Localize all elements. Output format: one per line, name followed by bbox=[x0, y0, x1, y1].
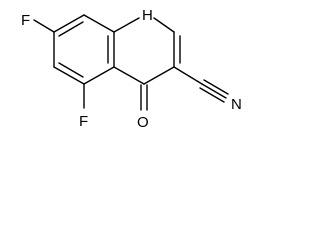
atom-label-f-bottom: F bbox=[79, 113, 88, 130]
bond-c8-c7 bbox=[53, 14, 85, 33]
atom-label-nh-h: H bbox=[142, 7, 153, 24]
bond-c8a-c8 bbox=[83, 14, 115, 33]
bond-c8-c7-double bbox=[58, 21, 84, 37]
atom-label-nitrile-n: N bbox=[231, 96, 242, 113]
atom-label-group: H F F O N bbox=[21, 7, 242, 131]
bond-nitrile-1 bbox=[201, 83, 227, 99]
atom-label-f-top: F bbox=[21, 12, 30, 29]
bond-c3-c4 bbox=[143, 66, 175, 85]
molecule-structure: H F F O N bbox=[21, 7, 242, 131]
bond-c8a-n1 bbox=[113, 17, 140, 33]
bond-c6-c5 bbox=[53, 66, 85, 85]
atom-label-o: O bbox=[137, 114, 149, 131]
bond-n1-c2 bbox=[153, 17, 175, 33]
bond-group bbox=[33, 14, 229, 111]
bond-c6-c5-double bbox=[58, 62, 84, 78]
bond-c3-cn bbox=[173, 66, 203, 85]
bond-c5-c4a bbox=[83, 66, 115, 85]
bond-nitrile-2 bbox=[199, 87, 225, 103]
bond-nitrile-3 bbox=[203, 79, 229, 95]
bond-c7-f bbox=[33, 19, 55, 33]
bond-c4-c4a bbox=[113, 66, 145, 85]
